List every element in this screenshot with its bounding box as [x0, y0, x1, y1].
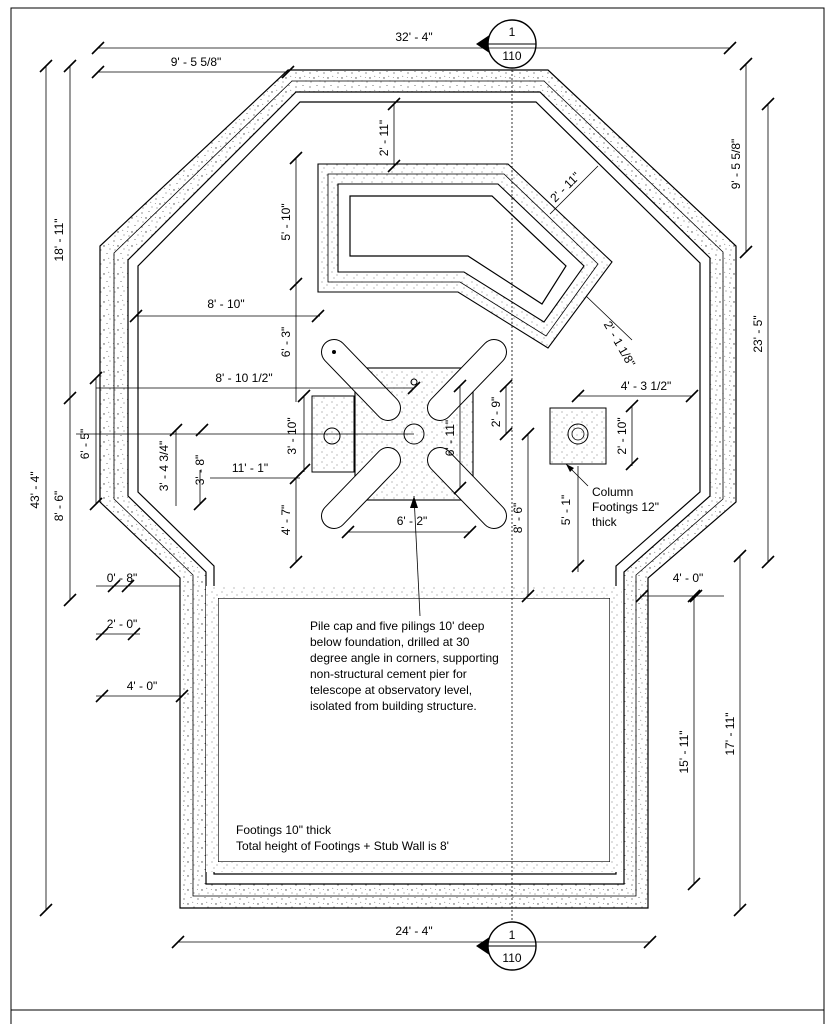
- cable-trench-core: [327, 173, 599, 337]
- dim-cap-height: 6' - 11": [443, 420, 457, 456]
- cable-trench-inner: [349, 195, 567, 305]
- footings-note: Footings 10" thick Total height of Footi…: [236, 823, 449, 853]
- stub-wall-inner: [137, 101, 701, 875]
- svg-text:Footings 10" thick: Footings 10" thick: [236, 823, 332, 837]
- dim-left-offset-b: 3' - 8": [193, 455, 207, 486]
- dim-lower-inner-height: 15' - 11": [677, 730, 691, 773]
- svg-text:telescope at observatory level: telescope at observatory level,: [310, 683, 472, 697]
- dim-right-upper-height: 23' - 5": [751, 315, 765, 352]
- dim-left-upper-height: 18' - 11": [52, 218, 66, 261]
- dim-to-center-horizontal: 11' - 1": [232, 461, 268, 475]
- dim-trench-diag: 2' - 11": [547, 169, 583, 205]
- pilings: [321, 339, 507, 529]
- dim-overall-height: 43' - 4": [28, 471, 42, 508]
- svg-text:below foundation, drilled at 3: below foundation, drilled at 30: [310, 635, 470, 649]
- dim-column-offset: 4' - 3 1/2": [621, 379, 672, 393]
- dimension-lines: [39, 41, 775, 949]
- dim-left-mid-height: 6' - 5": [78, 429, 92, 460]
- dim-overall-width: 32' - 4": [395, 30, 432, 44]
- svg-text:thick: thick: [592, 515, 618, 529]
- dim-bottom-width: 24' - 4": [395, 924, 432, 938]
- dim-trench-top: 2' - 11": [377, 120, 391, 156]
- dim-left-offset-a: 3' - 4 3/4": [157, 441, 171, 492]
- cable-trench: [317, 163, 613, 349]
- svg-text:non-structural cement pier for: non-structural cement pier for: [310, 667, 467, 681]
- dim-trench-corner: 2' - 1 1/8": [601, 319, 638, 370]
- svg-text:Footings 12": Footings 12": [592, 500, 659, 514]
- dim-center-to-bottom: 8' - 6": [511, 503, 525, 534]
- pile-cap-note: Pile cap and five pilings 10' deep below…: [310, 619, 499, 713]
- dim-lower-outer-height: 17' - 11": [723, 712, 737, 755]
- dim-cap-width: 6' - 2": [397, 514, 428, 528]
- svg-text:Column: Column: [592, 485, 633, 499]
- dim-to-trench-left: 8' - 10": [207, 297, 244, 311]
- dim-trench-to-cap: 6' - 3": [279, 327, 293, 358]
- svg-text:degree angle in corners, suppo: degree angle in corners, supporting: [310, 651, 499, 665]
- dim-right-chamfer: 9' - 5 5/8": [729, 139, 743, 190]
- dim-left-lower-height: 8' - 6": [52, 491, 66, 522]
- section-sheet-top: 110: [502, 49, 521, 63]
- svg-text:Pile cap and five pilings 10': Pile cap and five pilings 10' deep: [310, 619, 485, 633]
- dim-right-offset-4: 4' - 0": [673, 571, 704, 585]
- svg-text:isolated from building structu: isolated from building structure.: [310, 699, 477, 713]
- svg-text:Total height of Footings + Stu: Total height of Footings + Stub Wall is …: [236, 839, 449, 853]
- section-sheet-bottom: 110: [502, 951, 521, 965]
- dim-pier-left-height: 3' - 10": [285, 417, 299, 454]
- footing-inner-line: [113, 80, 724, 897]
- section-marker-bottom: 1 110: [476, 921, 537, 971]
- sheet-border: [10, 7, 825, 1024]
- section-marker-top: 1 110: [476, 19, 537, 69]
- dim-wall-offset-2: 2' - 0": [107, 617, 138, 631]
- section-number-top: 1: [509, 25, 516, 39]
- dim-column-size: 2' - 10": [615, 417, 629, 454]
- column-footing: [549, 407, 607, 465]
- outer-footing-band: [99, 69, 737, 909]
- dim-cap-lower: 4' - 7": [279, 505, 293, 536]
- dim-to-cap-center: 8' - 10 1/2": [215, 371, 272, 385]
- dim-wall-offset-4: 4' - 0": [127, 679, 158, 693]
- dim-column-to-bottom: 5' - 1": [559, 495, 573, 526]
- dim-cap-half: 2' - 9": [489, 397, 503, 428]
- dim-top-chamfer: 9' - 5 5/8": [171, 55, 222, 69]
- dim-wall-offset-small: 0' - 8": [107, 571, 138, 585]
- section-number-bottom: 1: [509, 928, 516, 942]
- dim-trench-height: 5' - 10": [279, 203, 293, 240]
- column-footing-note: Column Footings 12" thick: [592, 485, 659, 529]
